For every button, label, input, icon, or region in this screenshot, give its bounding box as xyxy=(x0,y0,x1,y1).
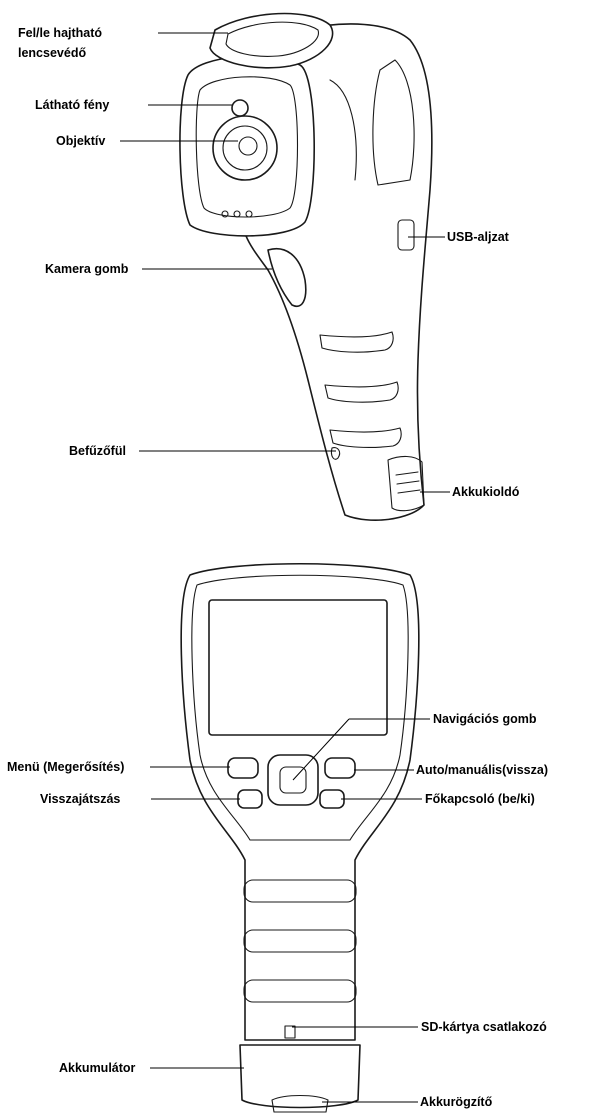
menu-button xyxy=(228,758,258,778)
display-screen xyxy=(209,600,387,735)
visible-light-sensor xyxy=(232,100,248,116)
playback-button xyxy=(238,790,262,808)
label-playback-button: Visszajátszás xyxy=(40,792,120,806)
label-lens-cover-line1: Fel/le hajtható xyxy=(18,26,102,40)
battery-pack xyxy=(240,1045,360,1108)
label-camera-button: Kamera gomb xyxy=(45,262,129,276)
label-objective: Objektív xyxy=(56,134,105,148)
label-auto-manual-button: Auto/manuális(vissza) xyxy=(416,763,548,777)
label-usb-port: USB-aljzat xyxy=(447,230,510,244)
camera-front-view xyxy=(181,564,419,1112)
label-lens-cover-line2: lencsevédő xyxy=(18,46,86,60)
label-battery-lock: Akkurögzítő xyxy=(420,1095,493,1109)
power-switch xyxy=(320,790,344,808)
label-menu-button: Menü (Megerősítés) xyxy=(7,760,124,774)
label-sd-slot: SD-kártya csatlakozó xyxy=(421,1020,547,1034)
camera-perspective-view xyxy=(180,14,432,521)
label-battery: Akkumulátor xyxy=(59,1061,136,1075)
label-battery-release: Akkukioldó xyxy=(452,485,520,499)
auto-manual-button xyxy=(325,758,355,778)
label-visible-light: Látható fény xyxy=(35,98,109,112)
label-nav-button: Navigációs gomb xyxy=(433,712,537,726)
label-lanyard-loop: Befűzőfül xyxy=(69,444,126,458)
label-power-switch: Főkapcsoló (be/ki) xyxy=(425,792,535,806)
